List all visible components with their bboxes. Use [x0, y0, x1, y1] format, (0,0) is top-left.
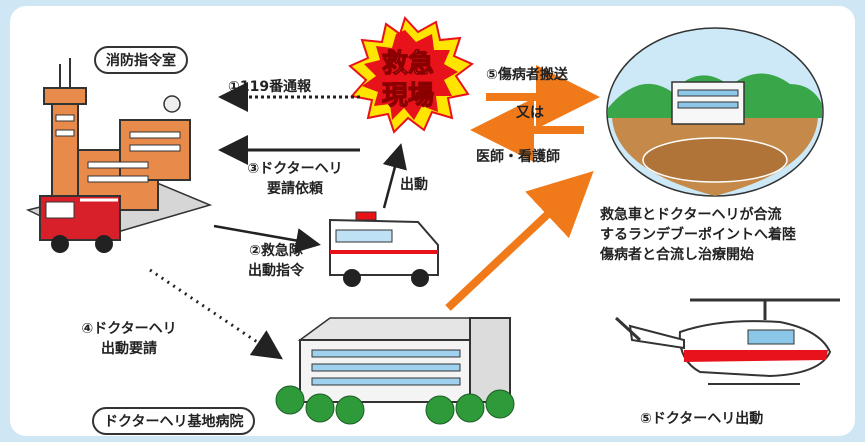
- rendezvous-line1: 救急車とドクターヘリが合流: [600, 207, 782, 223]
- fire-station-illustration: [25, 58, 213, 253]
- rendezvous-point-illustration: [606, 27, 824, 197]
- arrow-heli-dispatch-request: [149, 268, 283, 360]
- arrow-hospital-to-rendezvous: [445, 171, 594, 311]
- emergency-scene-burst: [348, 16, 474, 134]
- dispatch-label: 出動: [400, 177, 428, 193]
- step1-label: ①119番通報: [228, 79, 312, 95]
- step4-label-line1: ④ドクターヘリ: [81, 321, 177, 337]
- patient-transport-label: ⑤傷病者搬送: [486, 67, 568, 83]
- arrow-move-to-scene: [382, 143, 407, 209]
- or-label: 又は: [516, 105, 544, 121]
- rendezvous-line3: 傷病者と合流し治療開始: [600, 247, 754, 263]
- doctor-helicopter-illustration: [614, 298, 840, 385]
- command-room-label: 消防指令室: [94, 46, 188, 74]
- step4-label-line2: 出動要請: [101, 341, 157, 357]
- rendezvous-line2: するランデブーポイントへ着陸: [600, 227, 796, 243]
- ambulance-illustration: [329, 211, 439, 287]
- step2-label-line1: ②救急隊: [249, 243, 303, 259]
- base-hospital-label: ドクターヘリ基地病院: [92, 407, 256, 435]
- arrow-ambulance-dispatch: [213, 224, 321, 253]
- step3-label-line2: 要請依頼: [267, 181, 323, 197]
- heli-dispatch-label: ⑤ドクターヘリ出動: [640, 411, 764, 427]
- doctor-nurse-label: 医師・看護師: [476, 149, 560, 165]
- scene-label-line1: 救急: [382, 49, 434, 79]
- step3-label-line1: ③ドクターヘリ: [247, 161, 343, 177]
- scene-label-line2: 現場: [382, 81, 434, 111]
- base-hospital-illustration: [275, 317, 515, 425]
- step2-label-line2: 出動指令: [248, 263, 304, 279]
